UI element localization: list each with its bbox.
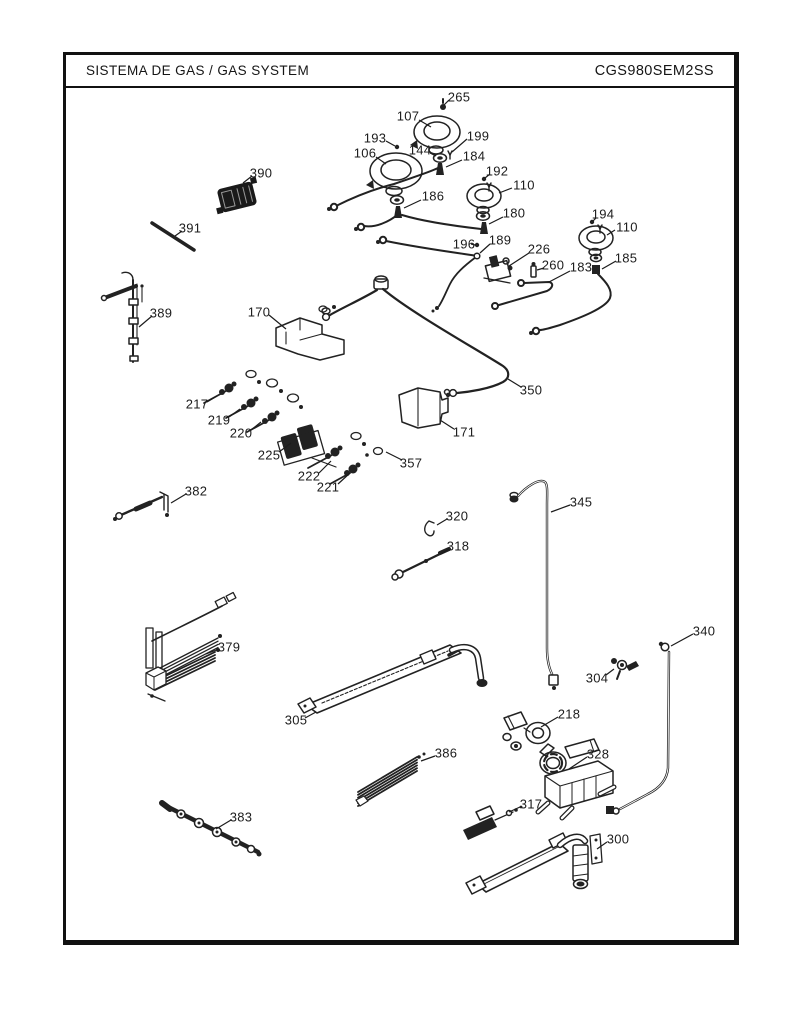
leader-line-106 <box>375 156 387 165</box>
leader-line-391 <box>174 230 183 237</box>
leader-line-390 <box>242 175 253 184</box>
leader-line-170 <box>268 314 287 330</box>
part-185-tube <box>529 273 612 336</box>
leader-line-196 <box>470 243 476 246</box>
page-title: SISTEMA DE GAS / GAS SYSTEM <box>86 63 310 78</box>
part-340-tube <box>606 641 671 815</box>
screw-199-icon <box>447 150 453 160</box>
part-390-spark-module <box>216 176 258 215</box>
screw-193-icon <box>394 144 400 150</box>
leader-line-340 <box>670 633 694 647</box>
leader-line-300 <box>596 841 608 850</box>
leader-line-225 <box>278 442 292 453</box>
leader-line-382 <box>170 493 187 504</box>
leader-line-328 <box>568 756 588 770</box>
part-226-valve <box>483 255 513 284</box>
leader-line-265 <box>443 99 450 106</box>
part-217-orifice-holder <box>203 381 237 404</box>
part-357-ring <box>372 446 384 456</box>
gas-tube-center <box>354 214 482 232</box>
leader-line-110 <box>498 187 513 194</box>
part-304-fitting <box>611 658 639 680</box>
part-180-orifice-ring <box>475 211 491 234</box>
leader-line-219 <box>228 408 241 418</box>
part-171-bracket <box>398 387 451 429</box>
part-183-tube <box>491 279 554 310</box>
part-320-clip <box>424 520 435 537</box>
part-189-igniter-tube <box>431 252 481 313</box>
leader-line-110 <box>606 229 616 236</box>
part-220-orifice-holder <box>246 410 280 433</box>
leader-line-192 <box>484 173 491 179</box>
part-144-orifice-ring <box>432 153 448 163</box>
leader-line-218 <box>540 716 559 728</box>
gasket-rings <box>245 369 384 457</box>
part-379-harness <box>145 591 237 702</box>
leader-line-350 <box>507 378 522 388</box>
leader-line-317 <box>508 806 521 813</box>
part-382-tube <box>113 491 169 521</box>
leader-line-183 <box>548 270 571 283</box>
part-184-orifice <box>436 163 444 175</box>
part-350-manifold-tube <box>318 275 510 398</box>
leader-line-220 <box>250 421 262 431</box>
leader-line-184 <box>445 159 463 168</box>
gas-tube-lower <box>376 235 479 257</box>
header-bar: SISTEMA DE GAS / GAS SYSTEM CGS980SEM2SS <box>66 55 734 88</box>
part-317-igniter <box>463 805 523 840</box>
part-110b-surface-burner <box>578 225 614 257</box>
parts-layer <box>100 98 671 895</box>
part-185-fitting <box>589 253 603 274</box>
leader-line-185 <box>601 260 617 270</box>
part-219-orifice-holder <box>225 396 259 419</box>
leader-line-345 <box>550 504 571 513</box>
part-345-tube <box>509 479 559 690</box>
part-225-dual-valve <box>276 424 337 468</box>
leader-line-318 <box>440 548 450 555</box>
leader-line-221 <box>337 472 351 485</box>
leader-line-193 <box>385 140 396 147</box>
leader-lines <box>138 99 694 850</box>
model-number: CGS980SEM2SS <box>594 62 714 79</box>
screw-196-icon <box>474 242 480 248</box>
leader-line-194 <box>592 217 597 222</box>
leader-line-389 <box>138 315 153 328</box>
leader-line-180 <box>488 216 504 225</box>
part-170-bracket <box>275 305 345 361</box>
part-386-burner-grid <box>355 752 426 807</box>
leader-line-199 <box>451 138 468 153</box>
part-328-valve <box>535 738 617 821</box>
screw-265-icon <box>440 98 446 110</box>
leader-line-222 <box>318 460 332 474</box>
leader-line-186 <box>403 199 422 209</box>
part-389-harness <box>100 271 144 363</box>
part-260-spud <box>530 262 537 278</box>
part-305-burner-tube <box>297 644 488 714</box>
leader-line-171 <box>439 419 455 430</box>
leader-line-304 <box>605 668 615 676</box>
part-318-sensor <box>391 547 451 581</box>
part-391-rod <box>150 221 196 252</box>
part-110a-surface-burner <box>466 183 502 215</box>
part-107-surface-burner <box>410 115 461 155</box>
leader-line-144 <box>429 152 437 157</box>
leader-line-189 <box>479 243 491 254</box>
leader-line-320 <box>436 518 448 526</box>
leader-line-260 <box>536 267 545 271</box>
part-221-orifice-holder <box>329 462 361 485</box>
part-218-regulator <box>502 711 551 751</box>
leader-line-305 <box>304 711 317 719</box>
gas-tube-left <box>327 167 439 212</box>
leader-line-379 <box>205 648 220 655</box>
part-300-burner-tube <box>465 832 603 895</box>
leader-line-226 <box>508 252 530 267</box>
leader-line-107 <box>418 119 432 128</box>
leader-line-383 <box>215 819 232 830</box>
diagram-frame: SISTEMA DE GAS / GAS SYSTEM CGS980SEM2SS <box>63 52 739 945</box>
leader-line-386 <box>420 755 436 762</box>
leader-line-217 <box>206 395 218 403</box>
part-383-harness-rail <box>159 800 262 857</box>
leader-line-357 <box>385 451 403 461</box>
